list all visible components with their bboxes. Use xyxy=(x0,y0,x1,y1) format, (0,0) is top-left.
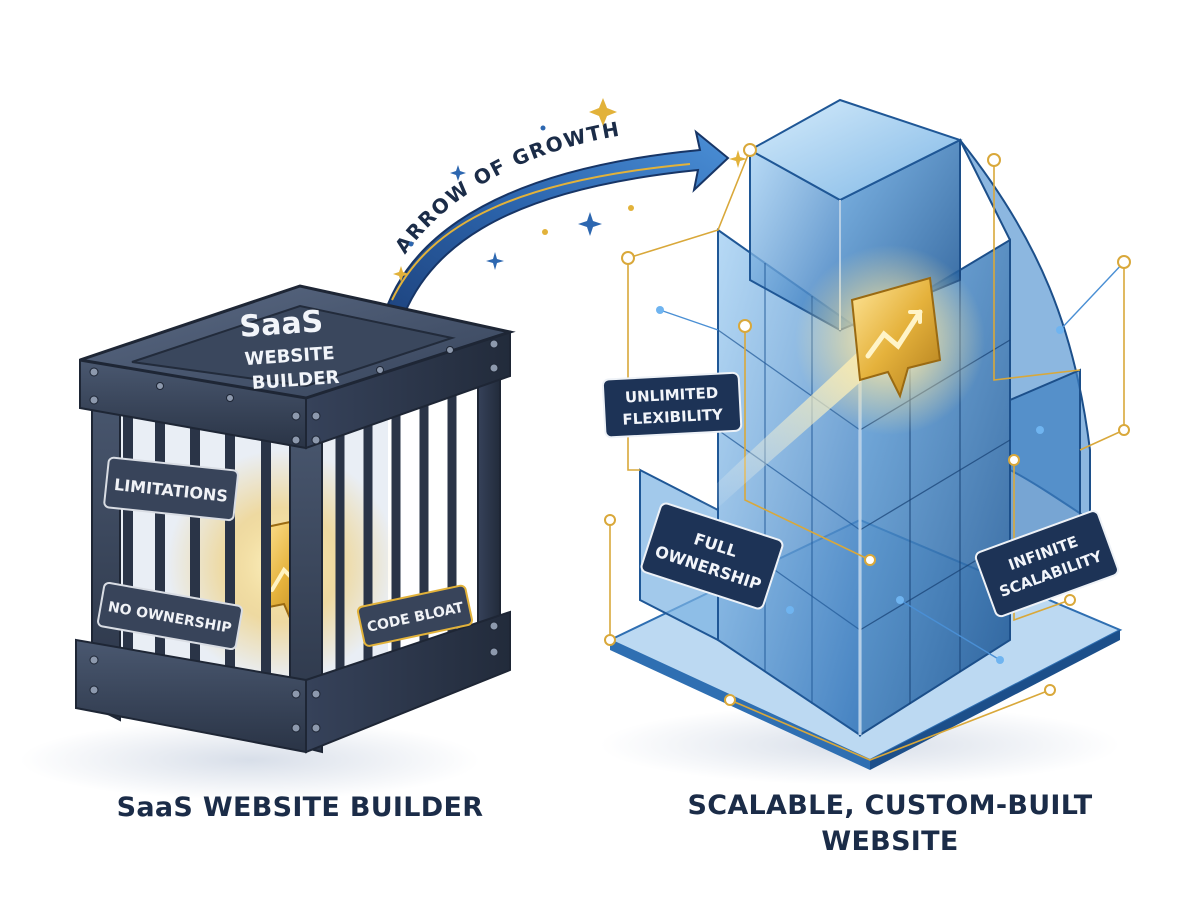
caption-custom-website-line-1: SCALABLE, CUSTOM-BUILT xyxy=(687,790,1093,821)
lid-title-line-1: SaaS xyxy=(238,304,324,345)
tag-limitations: LIMITATIONS xyxy=(103,456,239,522)
caption-custom-website: SCALABLE, CUSTOM-BUILT WEBSITE xyxy=(610,788,1170,860)
svg-text:FLEXIBILITY: FLEXIBILITY xyxy=(622,405,724,428)
growth-chart-icon xyxy=(850,276,942,399)
arrow-body xyxy=(376,129,730,342)
sparkle-icon xyxy=(393,98,747,282)
growth-arrow: ARROW OF GROWTH xyxy=(376,117,730,342)
caption-custom-website-line-2: WEBSITE xyxy=(821,826,959,857)
caption-saas-builder: SaaS WEBSITE BUILDER xyxy=(116,792,484,823)
glass-tower: UNLIMITED FLEXIBILITY FULL OWNERSHIP INF… xyxy=(600,98,1131,785)
tag-code-bloat: CODE BLOAT xyxy=(356,584,474,647)
tag-no-ownership: NO OWNERSHIP xyxy=(97,581,243,651)
tag-full-ownership: FULL OWNERSHIP xyxy=(640,502,784,610)
cage: SaaS WEBSITE BUILDER LIMITATIONS NO OWNE… xyxy=(20,284,516,800)
tag-unlimited-flexibility: UNLIMITED FLEXIBILITY xyxy=(601,371,743,439)
svg-text:UNLIMITED: UNLIMITED xyxy=(624,384,718,407)
